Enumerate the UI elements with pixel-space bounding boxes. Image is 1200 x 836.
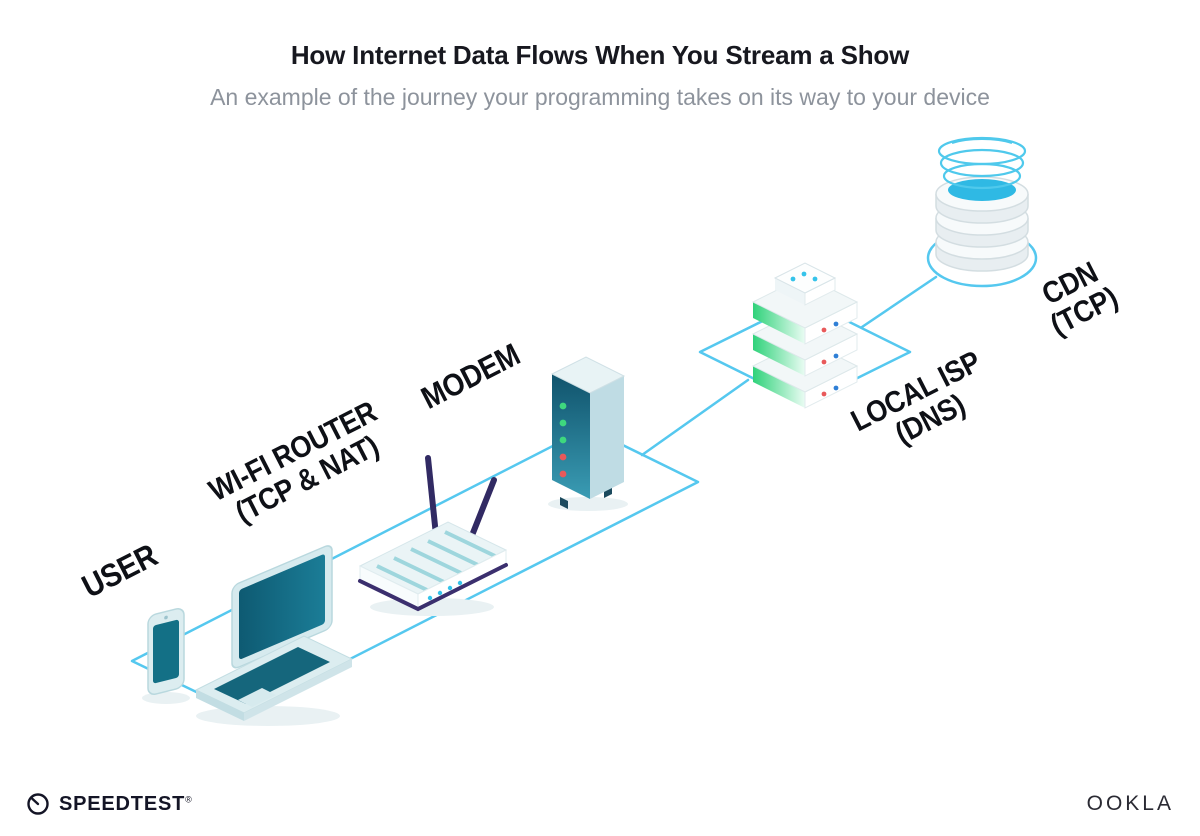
- flow-connector-isp: [640, 378, 750, 457]
- modem-front: [552, 374, 590, 499]
- ookla-logo: OOKLA: [1086, 792, 1174, 815]
- modem-foot-left: [560, 497, 568, 509]
- phone-screen: [153, 619, 179, 684]
- router-icon: [358, 455, 508, 612]
- laptop-icon: [194, 545, 354, 721]
- laptop-keyboard: [214, 647, 330, 704]
- cdn-coil: [937, 136, 1027, 190]
- modem-side: [590, 376, 624, 499]
- registered-mark: ®: [185, 793, 193, 804]
- speedtest-gauge-icon: [27, 793, 49, 815]
- cdn-core: [948, 179, 1016, 201]
- speedtest-wordmark: SPEEDTEST®: [59, 792, 193, 815]
- cdn-icon: [935, 136, 1029, 272]
- modem-icon: [550, 356, 626, 509]
- page-subtitle: An example of the journey your programmi…: [210, 84, 990, 110]
- header: How Internet Data Flows When You Stream …: [0, 40, 1200, 111]
- server-status-dots: [790, 271, 818, 282]
- speedtest-logo: SPEEDTEST®: [26, 792, 193, 816]
- modem-top: [550, 356, 626, 394]
- flow-connector-cdn: [860, 275, 938, 329]
- phone-camera: [164, 615, 168, 620]
- router-vents: [376, 530, 496, 592]
- isp-server-icon: [751, 262, 859, 409]
- router-base-edge: [358, 563, 508, 612]
- laptop-trackpad: [238, 688, 276, 707]
- laptop-screen: [239, 554, 325, 660]
- page-title: How Internet Data Flows When You Stream …: [290, 40, 910, 70]
- router-leds: [427, 580, 463, 601]
- modem-leds: [559, 402, 567, 478]
- phone-icon: [147, 608, 185, 696]
